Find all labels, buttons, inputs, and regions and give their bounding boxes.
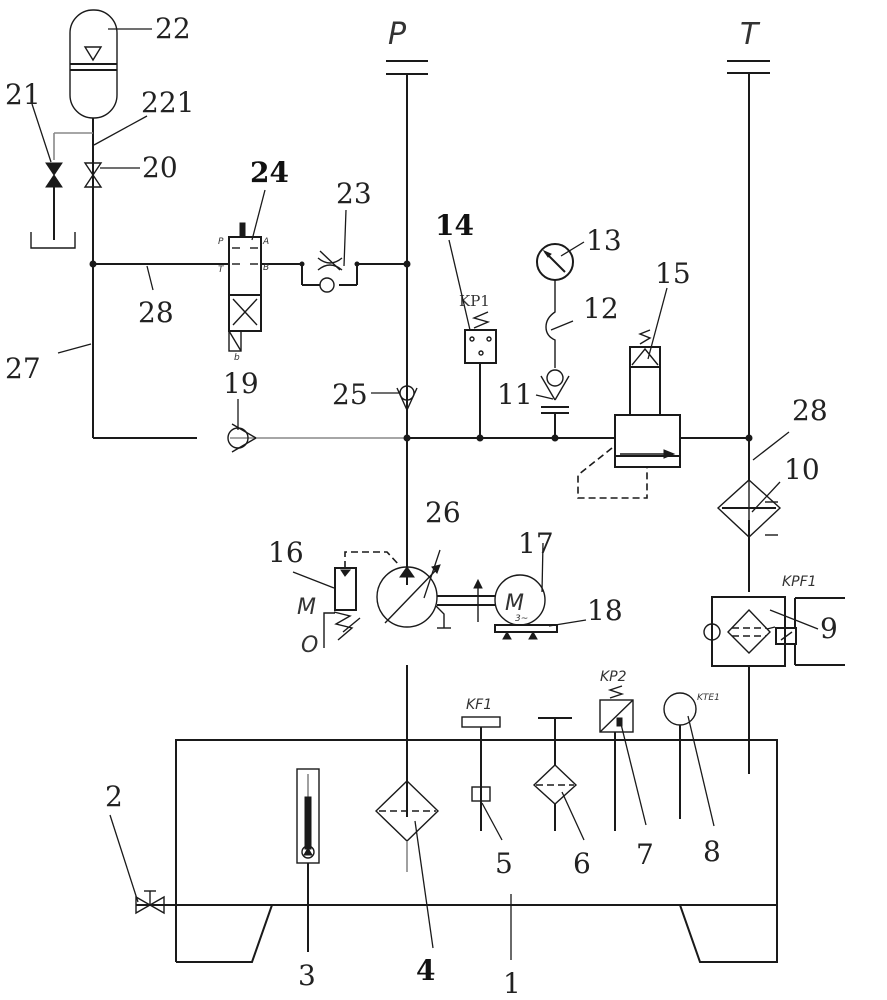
motor-base-18 <box>494 624 558 640</box>
valve-solenoid-label: b <box>234 353 240 363</box>
cooler-10 <box>716 479 782 538</box>
directional-valve-24: P A T B b <box>218 222 269 363</box>
rotation-arrow <box>473 578 483 622</box>
label-4: 4 <box>416 954 435 987</box>
label-24: 24 <box>250 156 289 189</box>
label-8: 8 <box>703 835 721 868</box>
drain-valve-2 <box>135 890 165 915</box>
valve-port-a: A <box>262 237 269 247</box>
label-2: 2 <box>105 780 123 813</box>
pump-controller-16: M O <box>297 551 401 658</box>
label-18: 18 <box>587 594 623 627</box>
return-filter-9: KPF1 <box>703 574 845 667</box>
label-23: 23 <box>336 177 372 210</box>
component-labels: 22 21 221 20 24 23 14 13 15 12 28 27 19 … <box>5 12 838 1000</box>
label-10: 10 <box>784 453 820 486</box>
throttle-check-valve-23 <box>299 250 360 293</box>
valve-port-t: T <box>218 265 225 275</box>
label-12: 12 <box>583 292 619 325</box>
label-5: 5 <box>495 847 513 880</box>
tag-kte1: KTE1 <box>697 693 720 703</box>
electric-motor-17: M 3~ <box>494 574 546 626</box>
port-p-label: P <box>388 17 407 52</box>
label-16: 16 <box>268 536 304 569</box>
label-9: 9 <box>820 612 838 645</box>
controller-label-m: M <box>297 595 316 620</box>
valve-port-b: B <box>263 263 269 273</box>
drain-valve-21 <box>30 162 76 249</box>
suction-filter-4 <box>374 780 440 872</box>
label-1: 1 <box>503 967 521 1000</box>
label-22: 22 <box>155 12 191 45</box>
label-19: 19 <box>223 367 259 400</box>
tag-kp2: KP2 <box>600 669 627 685</box>
label-13: 13 <box>586 224 622 257</box>
pressure-switch-14: KP1 <box>459 292 497 438</box>
breather-filter-6 <box>532 717 578 831</box>
label-17: 17 <box>518 527 554 560</box>
motor-symbol: M <box>505 591 524 616</box>
measuring-coupling-11 <box>540 369 570 438</box>
label-6: 6 <box>573 847 591 880</box>
level-switch-5: KF1 <box>461 697 501 831</box>
valve-port-p: P <box>218 237 224 247</box>
label-14: 14 <box>435 209 474 242</box>
controller-label-o: O <box>301 633 318 658</box>
port-p: P <box>386 17 428 75</box>
tag-kpf1: KPF1 <box>782 574 817 590</box>
label-20: 20 <box>142 151 178 184</box>
label-15: 15 <box>655 257 691 290</box>
label-27: 27 <box>5 352 41 385</box>
label-11: 11 <box>497 378 533 411</box>
accumulator-22 <box>69 9 118 119</box>
label-28-lower: 28 <box>792 394 828 427</box>
label-21: 21 <box>5 78 41 111</box>
label-221: 221 <box>141 86 194 119</box>
oil-tank-1 <box>136 739 778 963</box>
port-t: T <box>727 17 770 74</box>
label-7: 7 <box>636 838 654 871</box>
pressure-switch-7: KP2 <box>599 669 634 831</box>
label-26: 26 <box>425 496 461 529</box>
pressure-gauge-13 <box>536 243 574 281</box>
leader-lines <box>31 28 819 960</box>
port-t-label: T <box>740 17 761 52</box>
temperature-sensor-8: KTE1 <box>663 692 720 819</box>
level-gauge-3 <box>296 768 320 952</box>
label-25: 25 <box>332 378 368 411</box>
motor-phase: 3~ <box>515 614 528 624</box>
relief-valve-15 <box>577 329 681 499</box>
label-28-upper: 28 <box>138 296 174 329</box>
gauge-hose-12 <box>545 280 556 368</box>
tag-kp1: KP1 <box>459 292 490 310</box>
tag-kf1: KF1 <box>466 697 492 713</box>
label-3: 3 <box>298 959 316 992</box>
